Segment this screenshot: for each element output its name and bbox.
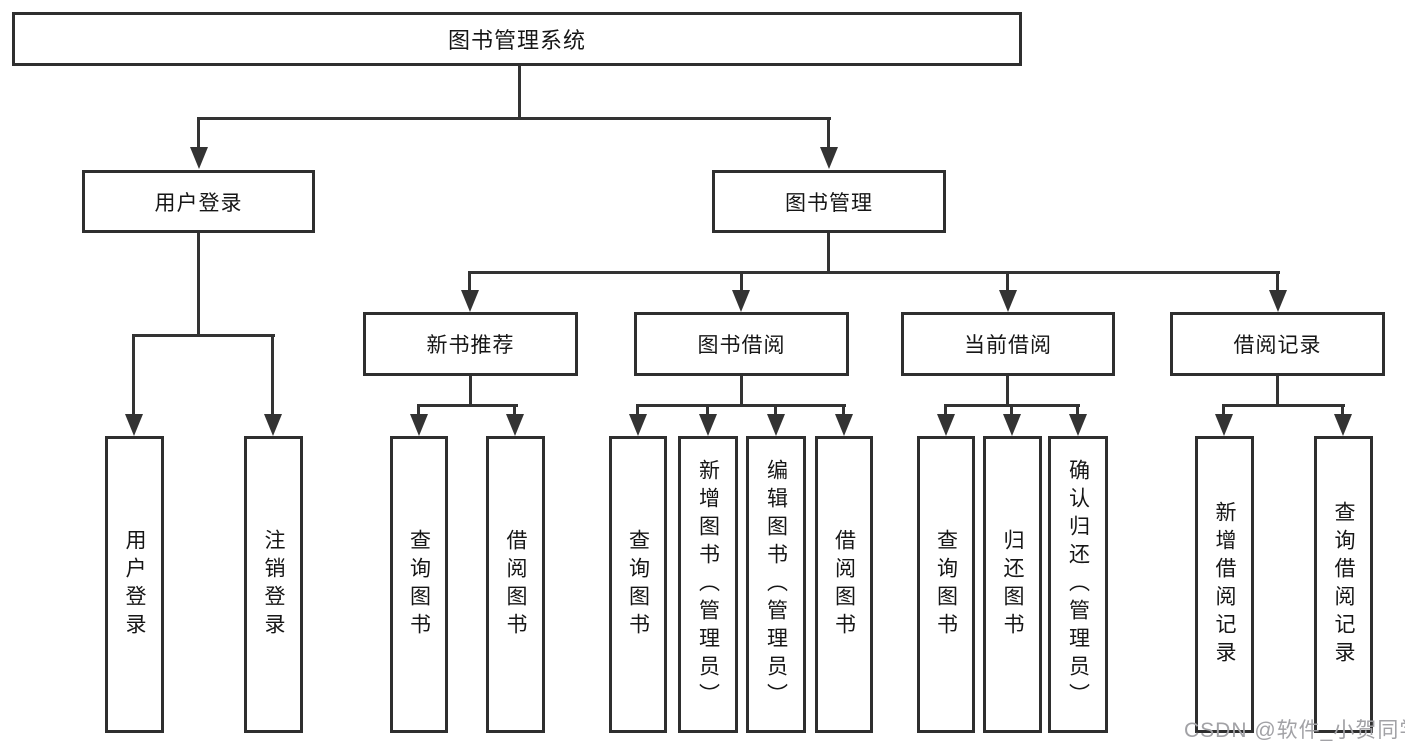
node-label: 查询图书 [934, 528, 958, 641]
connector-login-stem [197, 233, 200, 336]
connector-to-leaf-user-login [132, 334, 135, 418]
node-label: 归还图书 [1001, 528, 1024, 641]
arrow-down-icon [767, 414, 785, 436]
arrow-down-icon [835, 414, 853, 436]
node-label: 图书管理 [785, 191, 873, 215]
connector-leaf-stem [513, 404, 516, 418]
leaf-borrowing-borrow-books: 借阅图书 [815, 436, 873, 733]
connector-to-book-management [827, 117, 830, 149]
node-label: 新增借阅记录 [1213, 500, 1236, 669]
arrow-down-icon [410, 414, 428, 436]
connector-to-leaf-logout [271, 334, 274, 418]
connector-mgmt-stem [827, 233, 830, 273]
arrow-down-icon [461, 290, 479, 312]
connector-records-stem [1276, 376, 1279, 407]
node-label: 注销登录 [262, 528, 285, 641]
node-label: 新书推荐 [426, 334, 515, 357]
arrow-down-icon [264, 414, 282, 436]
leaf-current-query-books: 查询图书 [917, 436, 975, 733]
arrow-down-icon [629, 414, 647, 436]
arrow-down-icon [125, 414, 143, 436]
arrow-down-icon [699, 414, 717, 436]
arrow-down-icon [1215, 414, 1233, 436]
arrow-down-icon [1334, 414, 1352, 436]
connector-root-stem [518, 66, 521, 118]
node-label: 图书借阅 [697, 334, 786, 357]
leaf-records-query-record: 查询借阅记录 [1314, 436, 1373, 733]
arrow-down-icon [732, 290, 750, 312]
node-label: 借阅记录 [1233, 334, 1322, 357]
connector-leaf-stem [842, 404, 845, 418]
leaf-borrowing-query-books: 查询图书 [609, 436, 667, 733]
connector-leaf-stem [706, 404, 709, 418]
connector-mgmt-bar [468, 271, 1280, 274]
node-label: 用户登录 [123, 528, 146, 641]
connector-leaf-stem [636, 404, 639, 418]
connector-leaf-stem [1076, 404, 1079, 418]
connector-leaf-stem [944, 404, 947, 418]
leaf-borrowing-add-books-admin: 新增图书（管理员） [678, 436, 738, 733]
arrow-down-icon [190, 147, 208, 169]
node-label: 新增图书（管理员） [696, 458, 720, 711]
connector-to-new-book [468, 271, 471, 293]
arrow-down-icon [506, 414, 524, 436]
leaf-current-return-books: 归还图书 [983, 436, 1042, 733]
connector-leaf-stem [417, 404, 420, 418]
node-root: 图书管理系统 [12, 12, 1022, 66]
connector-root-bar [197, 117, 831, 120]
connector-to-borrowing-records [1276, 271, 1279, 293]
node-user-login: 用户登录 [82, 170, 315, 233]
connector-leaf-stem [1341, 404, 1344, 418]
connector-leaf-stem [1010, 404, 1013, 418]
leaf-newbook-borrow-books: 借阅图书 [486, 436, 545, 733]
node-label: 查询图书 [407, 528, 431, 641]
node-label: 编辑图书（管理员） [764, 458, 788, 711]
arrow-down-icon [1069, 414, 1087, 436]
leaf-borrowing-edit-books-admin: 编辑图书（管理员） [746, 436, 806, 733]
node-book-borrowing: 图书借阅 [634, 312, 849, 376]
arrow-down-icon [1003, 414, 1021, 436]
leaf-logout: 注销登录 [244, 436, 303, 733]
node-label: 当前借阅 [964, 334, 1052, 357]
node-label: 用户登录 [154, 191, 243, 215]
connector-records-bar [1222, 404, 1345, 407]
arrow-down-icon [937, 414, 955, 436]
arrow-down-icon [999, 290, 1017, 312]
node-label: 确认归还（管理员） [1066, 458, 1090, 711]
node-new-book-recommend: 新书推荐 [363, 312, 578, 376]
arrow-down-icon [820, 147, 838, 169]
leaf-records-add-record: 新增借阅记录 [1195, 436, 1254, 733]
node-book-management: 图书管理 [712, 170, 946, 233]
connector-bookborrow-stem [740, 376, 743, 407]
node-label: 借阅图书 [504, 528, 527, 641]
leaf-newbook-query-books: 查询图书 [390, 436, 448, 733]
connector-leaf-stem [1222, 404, 1225, 418]
connector-newbook-stem [469, 376, 472, 407]
arrow-down-icon [1269, 290, 1287, 312]
node-label: 查询借阅记录 [1332, 500, 1355, 669]
connector-to-user-login [197, 117, 200, 149]
node-label: 借阅图书 [832, 528, 856, 641]
leaf-user-login: 用户登录 [105, 436, 164, 733]
connector-bookborrow-bar [636, 404, 846, 407]
connector-newbook-bar [417, 404, 518, 407]
connector-login-bar [132, 334, 275, 337]
node-borrowing-records: 借阅记录 [1170, 312, 1385, 376]
connector-leaf-stem [774, 404, 777, 418]
connector-current-stem [1006, 376, 1009, 407]
leaf-current-confirm-return-admin: 确认归还（管理员） [1048, 436, 1108, 733]
connector-to-book-borrowing [740, 271, 743, 293]
node-label: 图书管理系统 [447, 28, 586, 53]
watermark: CSDN @软件_小贺同学 [1184, 719, 1405, 742]
node-label: 查询图书 [626, 528, 650, 641]
connector-to-current-borrowing [1006, 271, 1009, 293]
node-current-borrowing: 当前借阅 [901, 312, 1115, 376]
